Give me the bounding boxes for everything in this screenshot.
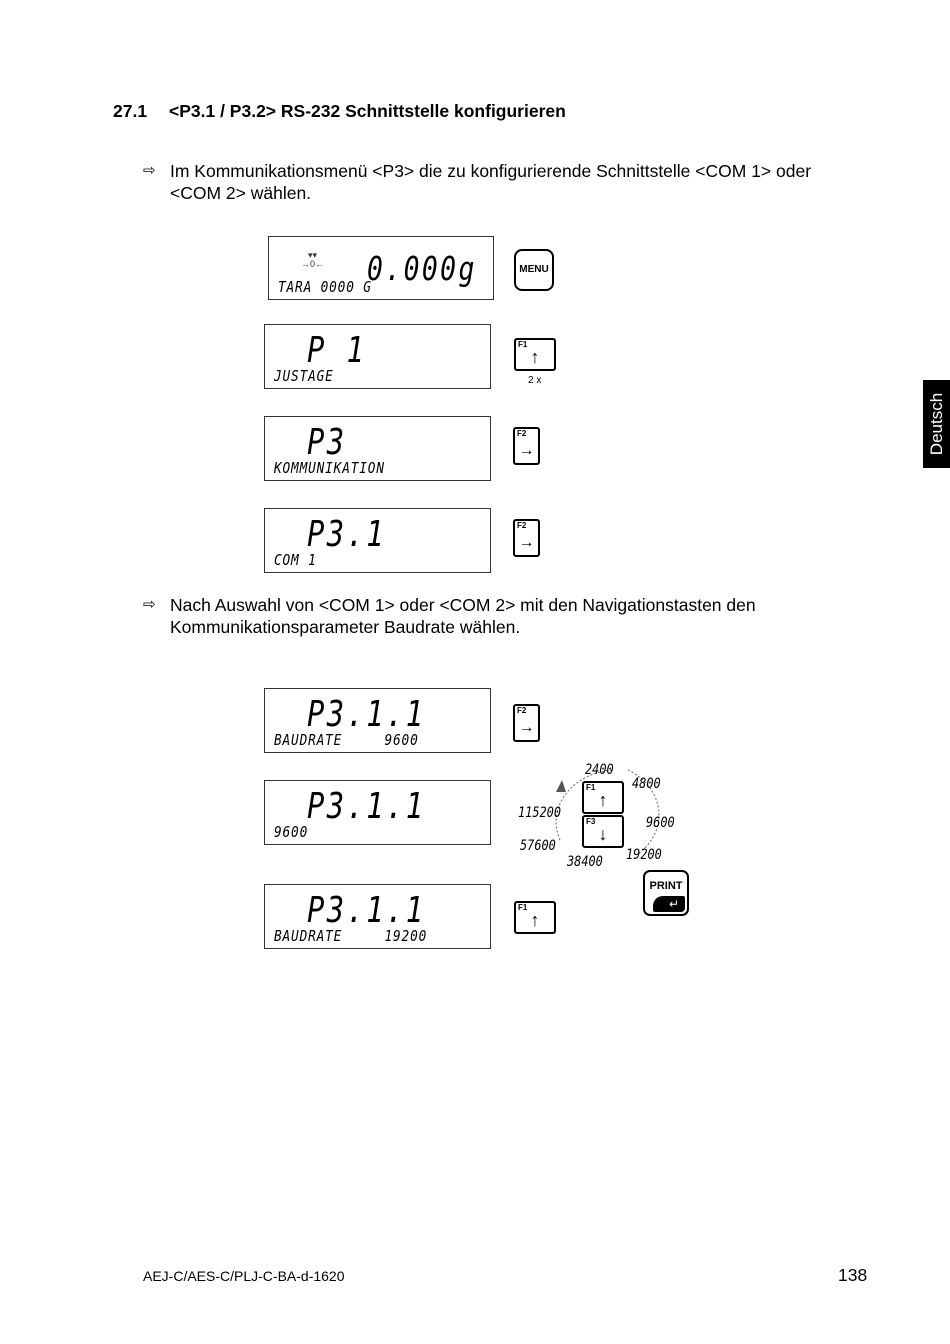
section-number: 27.1 (113, 101, 148, 121)
baudrate-cycle-diagram: 2400 4800 9600 19200 38400 57600 115200 (518, 758, 698, 878)
enter-icon: ↵ (653, 896, 685, 912)
cycle-arrow-head (556, 780, 566, 792)
f2-label: F2 (517, 706, 527, 715)
lcd-main-text: 0.000g (367, 249, 477, 288)
arrow-right-icon: → (518, 534, 535, 551)
print-key-label: PRINT (649, 880, 683, 892)
lcd-sub-text: JUSTAGE (274, 367, 334, 385)
lcd-sub-text: COM 1 (274, 551, 317, 569)
f1-up-key[interactable]: F1 ↑ (514, 338, 556, 371)
section-heading: 27.1 <P3.1 / P3.2> RS-232 Schnittstelle k… (113, 101, 566, 122)
cycle-arrows (555, 769, 660, 855)
language-tab: Deutsch (923, 380, 950, 468)
menu-key-label: MENU (519, 264, 549, 275)
f2-label: F2 (517, 521, 527, 530)
arrow-right-icon: → (518, 442, 535, 459)
lcd-display-p3: P3 KOMMUNIKATION (264, 416, 491, 481)
cycle-arc-left (555, 769, 614, 841)
f1-label: F1 (518, 340, 528, 349)
f1-label: F1 (586, 783, 596, 792)
lcd-display-p31: P3.1 COM 1 (264, 508, 491, 573)
f2-right-key[interactable]: F2 → (513, 519, 540, 557)
lcd-sub-text: 9600 (274, 823, 309, 841)
arrow-right-icon: → (518, 719, 535, 736)
document-id: AEJ-C/AES-C/PLJ-C-BA-d-1620 (143, 1268, 345, 1284)
arrow-down-icon: ↓ (598, 824, 608, 844)
lcd-main-text: P3.1 (307, 514, 386, 555)
arrow-up-icon: ↑ (598, 790, 608, 810)
arrow-up-icon: ↑ (530, 347, 540, 367)
baudrate-9600: 9600 (646, 815, 675, 831)
f2-label: F2 (517, 429, 527, 438)
lcd-display-weight: ▾▾→0← 0.000g TARA 0000 G (268, 236, 494, 300)
repeat-count: 2 x (528, 375, 542, 386)
baudrate-57600: 57600 (520, 838, 556, 854)
lcd-sub-text: TARA 0000 G (278, 278, 372, 296)
f3-down-key[interactable]: F3 ↓ (582, 815, 624, 848)
lcd-main-text: P3 (307, 422, 347, 463)
f2-right-key[interactable]: F2 → (513, 427, 540, 465)
baudrate-115200: 115200 (518, 805, 561, 821)
lcd-display-baud-value: P3.1.1 9600 (264, 780, 491, 845)
section-title: <P3.1 / P3.2> RS-232 Schnittstelle konfi… (169, 101, 566, 121)
lcd-main-text: P3.1.1 (307, 890, 426, 931)
f2-right-key[interactable]: F2 → (513, 704, 540, 742)
lcd-main-text: P3.1.1 (307, 786, 426, 827)
print-key[interactable]: PRINT ↵ (643, 870, 689, 916)
instruction-text: Im Kommunikationsmenü <P3> die zu konfig… (170, 161, 812, 203)
f1-up-key[interactable]: F1 ↑ (514, 901, 556, 934)
baudrate-19200: 19200 (626, 847, 662, 863)
arrow-up-icon: ↑ (530, 910, 540, 930)
baudrate-38400: 38400 (567, 854, 603, 870)
menu-key[interactable]: MENU (514, 249, 554, 291)
language-tab-label: Deutsch (926, 392, 946, 456)
f3-label: F3 (586, 817, 596, 826)
lcd-display-p1: P 1 JUSTAGE (264, 324, 491, 389)
lcd-main-text: P3.1.1 (307, 694, 426, 735)
lcd-main-text: P 1 (307, 330, 367, 371)
arrow-right-icon: ⇨ (143, 596, 156, 613)
stability-icon: ▾▾→0← (301, 250, 325, 269)
arrow-right-icon: ⇨ (143, 162, 156, 179)
baudrate-4800: 4800 (632, 776, 661, 792)
baudrate-2400: 2400 (585, 762, 614, 778)
page-number: 138 (838, 1265, 868, 1285)
instruction-text: Nach Auswahl von <COM 1> oder <COM 2> mi… (170, 595, 756, 637)
lcd-sub-text: KOMMUNIKATION (274, 459, 385, 477)
f1-label: F1 (518, 903, 528, 912)
f1-up-key[interactable]: F1 ↑ (582, 781, 624, 814)
cycle-arc-right (627, 769, 660, 855)
